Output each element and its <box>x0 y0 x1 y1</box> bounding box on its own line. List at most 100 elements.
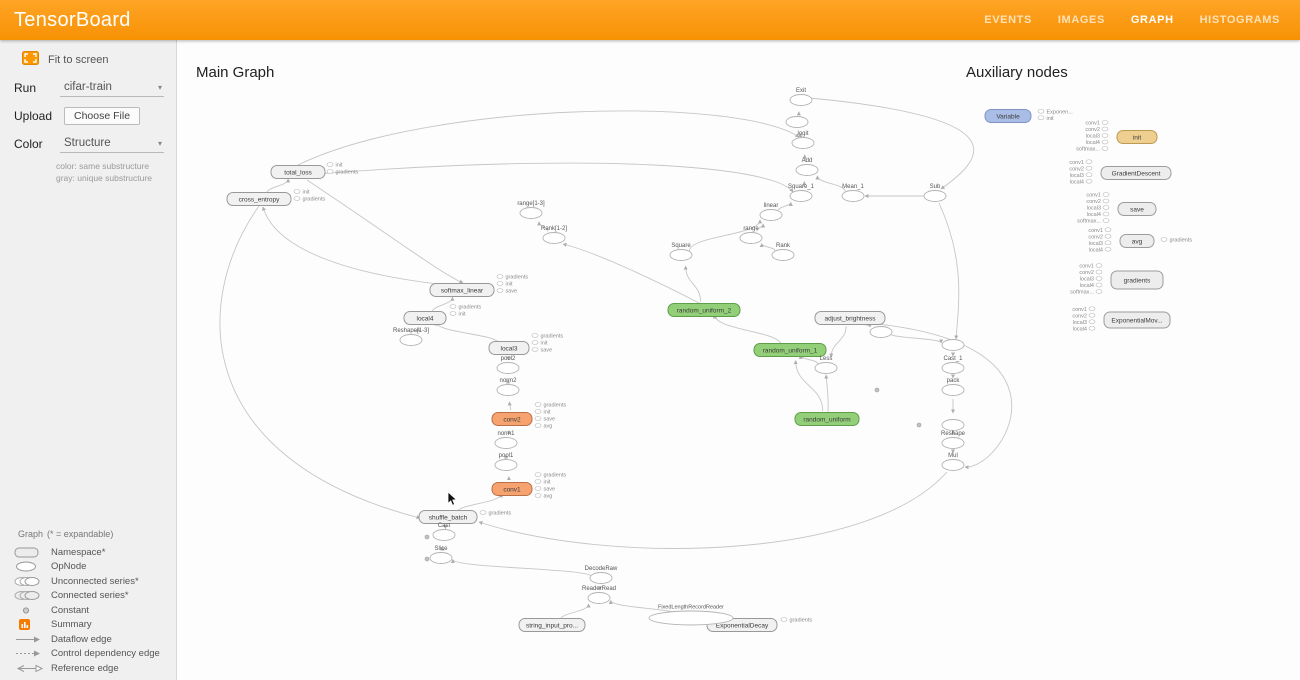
svg-text:GradientDescent: GradientDescent <box>1112 170 1161 177</box>
graph-node-range_s[interactable]: range <box>739 226 763 244</box>
svg-text:Reshape: Reshape <box>941 431 966 437</box>
svg-text:save: save <box>544 417 556 423</box>
graph-node-mean_top[interactable] <box>785 116 809 128</box>
summary-icon <box>14 618 44 631</box>
tab-graph[interactable]: GRAPH <box>1130 14 1174 26</box>
graph-node-pool1[interactable]: pool1 <box>494 453 518 471</box>
graph-node-dot2[interactable] <box>424 556 430 562</box>
graph-node-fixed_length[interactable]: FixedLengthRecordReader <box>648 605 734 626</box>
graph-node-sub[interactable]: Sub <box>923 184 947 202</box>
svg-text:ReaderRead: ReaderRead <box>582 586 616 592</box>
tab-histograms[interactable]: HISTOGRAMS <box>1199 14 1280 26</box>
color-help-line1: color: same substructure <box>56 161 150 171</box>
svg-text:local3: local3 <box>1070 173 1084 179</box>
svg-text:gradients: gradients <box>1170 238 1193 244</box>
graph-node-adjust_brightness[interactable]: adjust_brightness <box>814 311 886 325</box>
graph-node-mean_1[interactable]: Mean_1 <box>841 184 865 202</box>
run-select-value: cifar-train <box>64 81 112 93</box>
graph-edge <box>450 558 593 578</box>
graph-node-add[interactable]: Add <box>795 158 819 176</box>
legend-item-label: Connected series* <box>51 590 129 602</box>
svg-text:save: save <box>541 348 553 354</box>
graph-node-rank_s[interactable]: Rank <box>771 243 795 261</box>
upload-choose-file-button[interactable]: Choose File <box>64 107 141 125</box>
color-select[interactable]: Structure ▾ <box>60 135 164 153</box>
svg-text:gradients: gradients <box>544 403 567 409</box>
graph-node-dot1[interactable] <box>424 534 430 540</box>
graph-node-reshape13[interactable]: Reshape[1-3] <box>393 328 429 346</box>
legend-item-label: Summary <box>51 619 92 631</box>
svg-text:conv1: conv1 <box>1069 160 1084 166</box>
graph-node-string_input[interactable]: string_input_pro... <box>518 618 586 632</box>
graph-node-random_uniform_2[interactable]: random_uniform_2 <box>667 303 741 317</box>
graph-node-dot4[interactable] <box>916 422 922 428</box>
graph-node-variable_aux[interactable]: Variable <box>984 109 1032 123</box>
graph-node-local3[interactable]: local3 <box>488 341 530 355</box>
graph-node-norm1[interactable]: norm1 <box>494 431 518 449</box>
svg-text:range[1-3]: range[1-3] <box>517 201 545 207</box>
svg-text:conv2: conv2 <box>503 416 521 423</box>
fit-to-screen-button[interactable]: Fit to screen <box>0 40 176 74</box>
graph-node-renderer[interactable] <box>869 326 893 338</box>
graph-node-less[interactable]: Less <box>814 356 838 374</box>
graph-node-softmax_linear[interactable]: softmax_linear <box>429 283 495 297</box>
svg-text:total_loss: total_loss <box>284 169 312 176</box>
graph-node-norm2[interactable]: norm2 <box>496 378 520 396</box>
graph-edge <box>683 265 701 302</box>
graph-node-reader_read[interactable]: ReaderRead <box>582 586 616 604</box>
graph-edge <box>297 110 800 166</box>
graph-node-graddesc_aux[interactable]: GradientDescent <box>1100 166 1172 180</box>
graph-node-shuffle_batch[interactable]: shuffle_batch <box>418 510 478 524</box>
graph-node-slice[interactable]: Slice <box>429 546 453 564</box>
svg-text:local3: local3 <box>501 345 518 352</box>
graph-node-logit[interactable]: logit <box>791 131 815 149</box>
graph-node-local4[interactable]: local4 <box>403 311 447 325</box>
graph-node-init_aux[interactable]: init <box>1116 130 1158 144</box>
namespace-icon <box>14 546 44 559</box>
graph-node-square[interactable]: Square <box>669 243 693 261</box>
graph-node-square_1[interactable]: Square_1 <box>788 184 815 202</box>
graph-node-rank12[interactable]: Rank[1-2] <box>541 226 567 244</box>
graph-node-rshuffle[interactable] <box>941 339 965 351</box>
svg-text:gradients: gradients <box>506 275 529 281</box>
svg-text:logit: logit <box>797 131 808 137</box>
graph-node-linear[interactable]: linear <box>759 203 783 221</box>
dataflow-edge-icon <box>14 633 44 646</box>
svg-text:adjust_brightness: adjust_brightness <box>825 315 877 322</box>
graph-canvas[interactable]: total_losscross_entropysoftmax_linearloc… <box>177 40 1300 680</box>
graph-node-cast_1[interactable]: Cast_1 <box>941 356 965 374</box>
graph-node-random_uniform[interactable]: random_uniform <box>794 412 860 426</box>
graph-node-save_aux[interactable]: save <box>1117 202 1157 216</box>
graph-edge <box>793 360 824 412</box>
svg-text:Cast: Cast <box>438 523 451 529</box>
graph-node-conv1[interactable]: conv1 <box>491 482 533 496</box>
legend-item-unconnected-series: Unconnected series* <box>14 574 176 589</box>
graph-edge <box>431 296 455 313</box>
graph-node-pool2[interactable]: pool2 <box>496 356 520 374</box>
graph-node-total_loss[interactable]: total_loss <box>270 165 326 179</box>
svg-text:DecodeRaw: DecodeRaw <box>585 566 618 572</box>
graph-node-conv2[interactable]: conv2 <box>491 412 533 426</box>
graph-node-pack[interactable]: pack <box>941 378 965 396</box>
run-select[interactable]: cifar-train ▾ <box>60 79 164 97</box>
graph-node-exit[interactable]: Exit <box>789 88 813 106</box>
graph-node-expmov_aux[interactable]: ExponentialMov... <box>1103 311 1171 329</box>
graph-edge <box>688 219 763 252</box>
svg-text:local3: local3 <box>1073 320 1087 326</box>
tab-images[interactable]: IMAGES <box>1057 14 1105 26</box>
fit-to-screen-icon <box>22 51 39 68</box>
graph-node-decode_raw[interactable]: DecodeRaw <box>585 566 618 584</box>
graph-node-cast[interactable]: Cast <box>432 523 456 541</box>
upload-row: Upload Choose File <box>0 102 176 130</box>
graph-node-avg_aux[interactable]: avg <box>1119 234 1155 248</box>
graph-node-range13[interactable]: range[1-3] <box>517 201 545 219</box>
graph-node-cross_entropy[interactable]: cross_entropy <box>226 192 292 206</box>
graph-node-mul_r[interactable]: Mul <box>941 453 965 471</box>
graph-node-dot3[interactable] <box>874 387 880 393</box>
graph-node-random_uniform_1[interactable]: random_uniform_1 <box>753 343 827 357</box>
svg-text:shuffle_batch: shuffle_batch <box>429 514 468 521</box>
tab-events[interactable]: EVENTS <box>984 14 1032 26</box>
graph-node-w385[interactable] <box>941 419 965 431</box>
graph-node-reshape_r[interactable]: Reshape <box>941 431 966 449</box>
graph-node-gradients_aux[interactable]: gradients <box>1110 270 1164 290</box>
